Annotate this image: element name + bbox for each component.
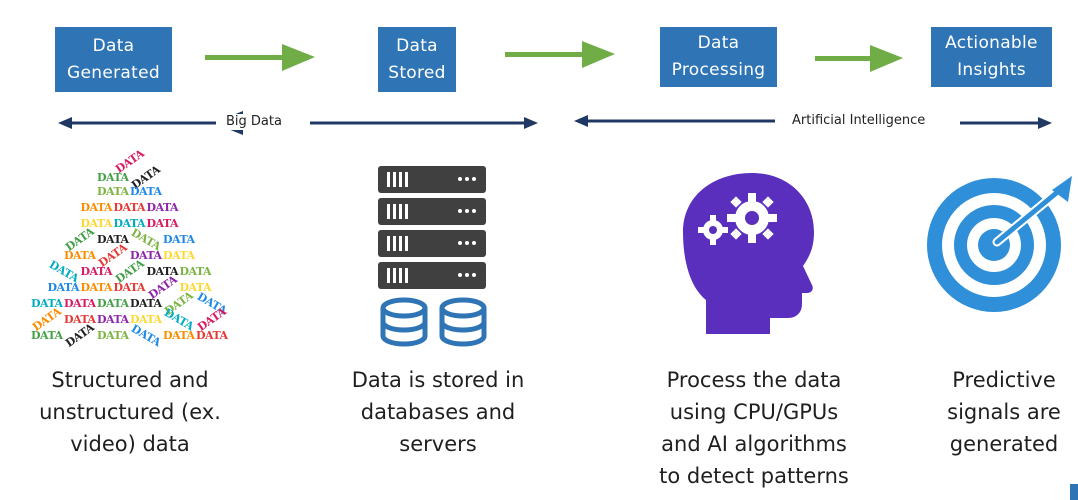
- data-word: DATA: [179, 281, 212, 294]
- target-arrow-icon: [927, 176, 1072, 312]
- data-word: DATA: [97, 171, 129, 184]
- flow-arrow-2: [505, 41, 615, 68]
- data-word: DATA: [97, 185, 129, 198]
- data-word: DATA: [80, 281, 113, 294]
- data-word: DATA: [163, 329, 195, 342]
- data-word: DATA: [113, 217, 146, 230]
- data-word: DATA: [97, 297, 129, 310]
- data-word: DATA: [113, 201, 146, 214]
- data-word: DATA: [64, 313, 96, 326]
- data-word: DATA: [130, 297, 162, 310]
- data-word: DATA: [130, 185, 162, 198]
- flow-arrow-3: [815, 45, 903, 72]
- data-word: DATA: [146, 201, 179, 214]
- data-word: DATA: [80, 217, 113, 230]
- caption-data-processing: Process the data using CPU/GPUs and AI a…: [659, 368, 849, 488]
- data-word: DATA: [146, 217, 179, 230]
- data-word: DATA: [196, 329, 228, 342]
- data-word: DATA: [31, 297, 63, 310]
- data-word: DATA: [163, 233, 195, 246]
- brain-gears-icon: [683, 173, 814, 334]
- caption-data-generated: Structured and unstructured (ex. video) …: [39, 368, 221, 456]
- slide-corner-mark: [1070, 484, 1078, 500]
- artificial-intelligence-label: Artificial Intelligence: [782, 113, 936, 129]
- data-word: DATA: [163, 249, 195, 262]
- server-rack-icon: [378, 166, 486, 289]
- data-word: DATA: [130, 249, 162, 262]
- data-word: DATA: [113, 281, 146, 294]
- caption-actionable-insights: Predictive signals are generated: [947, 368, 1061, 456]
- data-word: DATA: [47, 281, 80, 294]
- ai-span-arrow: [574, 115, 1052, 129]
- data-word: DATA: [97, 313, 129, 326]
- data-word: DATA: [130, 313, 162, 326]
- database-icon: [380, 297, 487, 347]
- data-word: DATA: [80, 265, 113, 278]
- stage-box-data-generated: Data Generated: [55, 27, 172, 92]
- data-word: DATA: [64, 297, 96, 310]
- stage-box-data-stored: Data Stored: [378, 27, 456, 92]
- data-word: DATA: [97, 329, 129, 342]
- big-data-span-arrow: [58, 111, 538, 135]
- flow-arrow-1: [205, 44, 315, 71]
- data-word: DATA: [97, 233, 129, 246]
- stage-box-actionable-insights: Actionable Insights: [931, 27, 1052, 87]
- caption-data-stored: Data is stored in databases and servers: [351, 368, 525, 456]
- data-word: DATA: [64, 249, 96, 262]
- stage-box-data-processing: Data Processing: [660, 27, 777, 87]
- data-word: DATA: [179, 265, 212, 278]
- data-word: DATA: [80, 201, 113, 214]
- data-word: DATA: [31, 329, 63, 342]
- big-data-label: Big Data: [216, 114, 292, 130]
- data-word: DATA: [146, 265, 179, 278]
